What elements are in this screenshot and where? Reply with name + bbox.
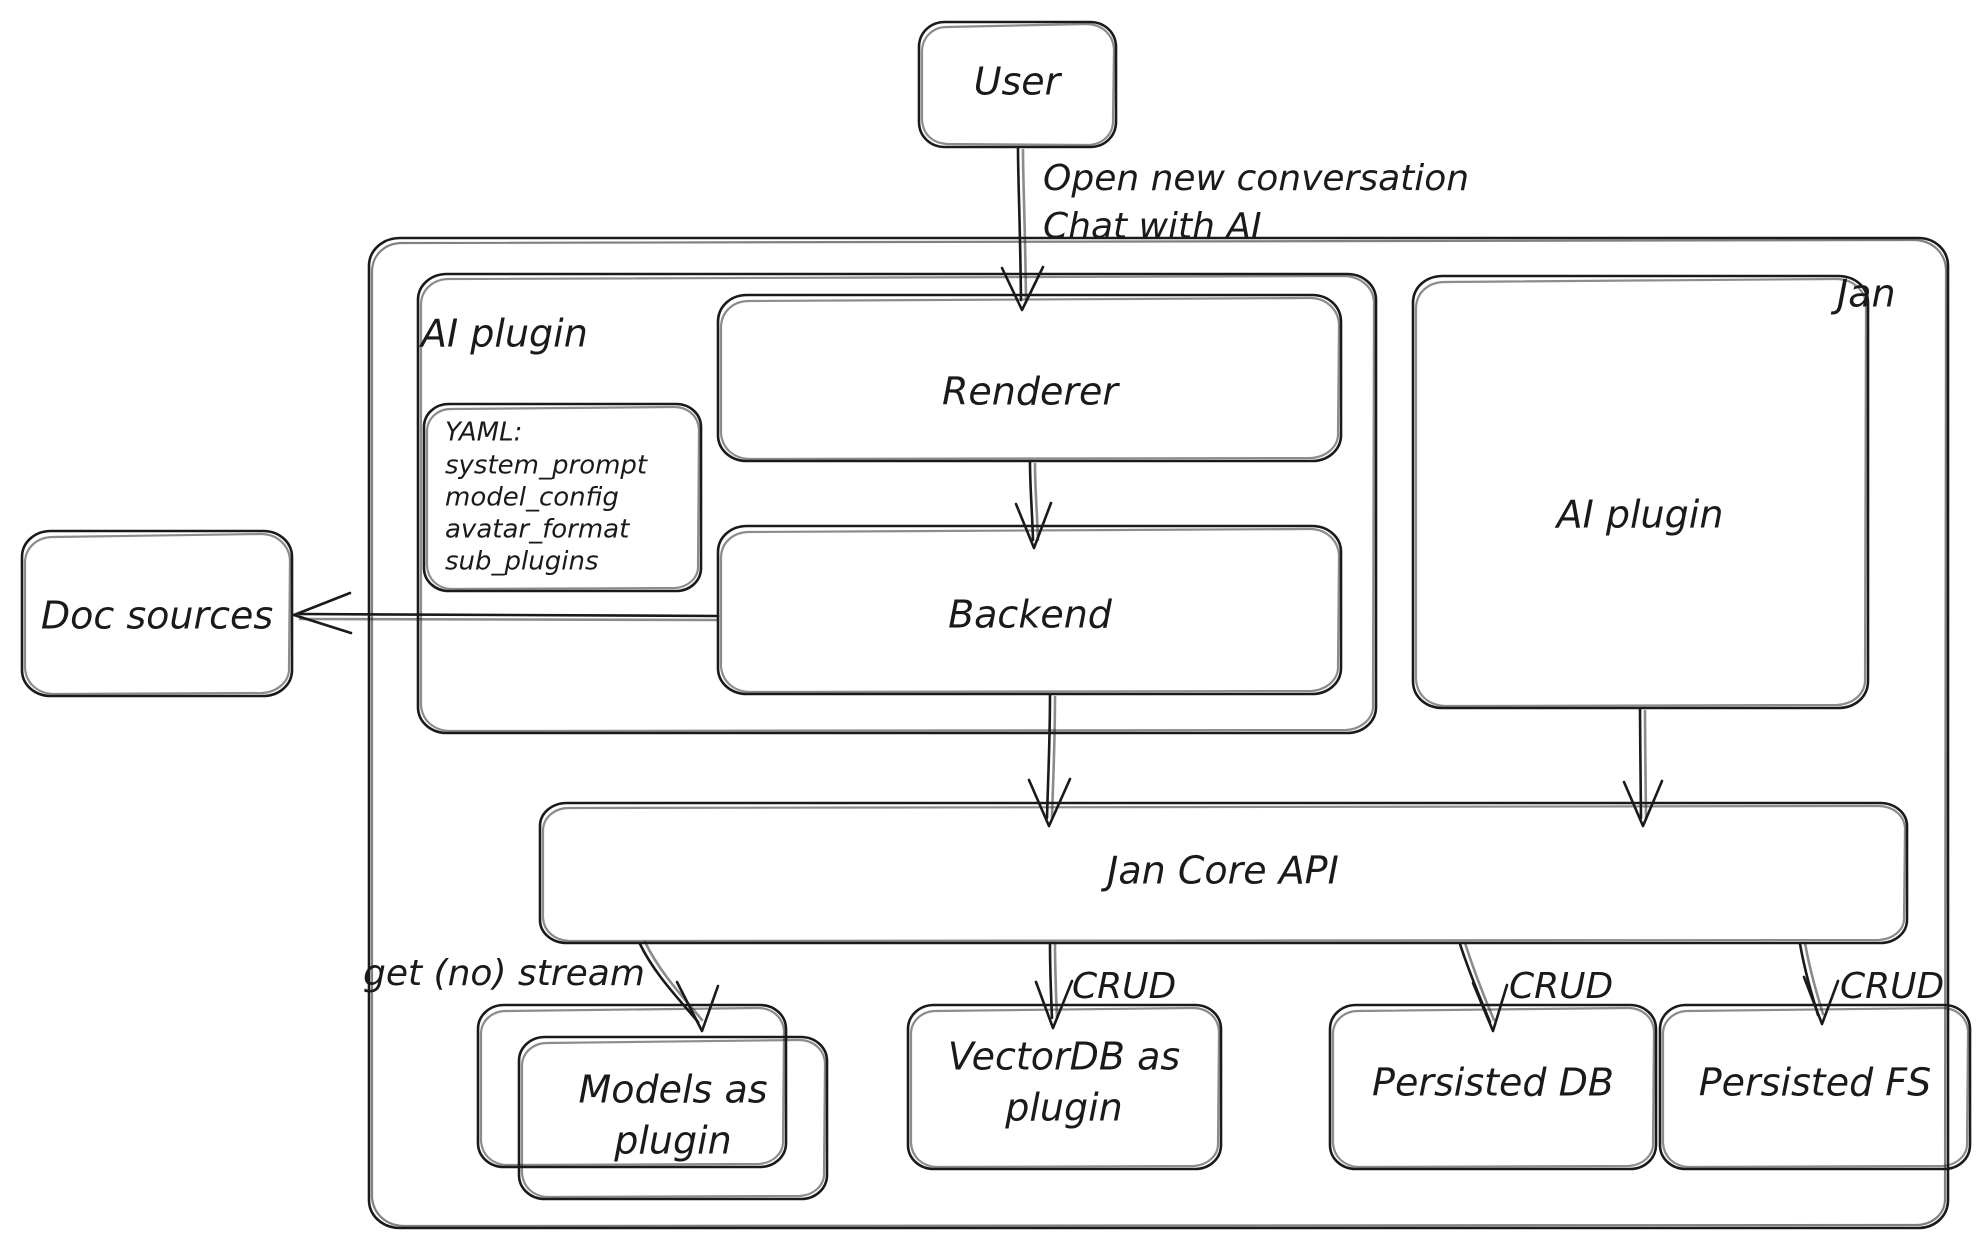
edge-label-crud-persisted-fs: CRUD: [1840, 966, 1944, 1007]
node-jan-core-api-label: Jan Core API: [1100, 849, 1339, 893]
node-models-plugin-label-line2: plugin: [613, 1119, 732, 1163]
yaml-header: YAML:: [445, 418, 522, 448]
edge-label-get-no-stream: get (no) stream: [363, 953, 645, 994]
container-ai-plugin-label: AI plugin: [418, 312, 588, 356]
edge-backend-to-core-api: [1027, 693, 1072, 828]
yaml-config-box: YAML: system_prompt model_config avatar_…: [422, 402, 703, 593]
node-persisted-fs[interactable]: Persisted FS: [1658, 1003, 1972, 1171]
node-backend[interactable]: Backend: [716, 524, 1343, 696]
node-models-plugin[interactable]: Models as plugin: [476, 1003, 829, 1201]
node-doc-sources[interactable]: Doc sources: [20, 529, 294, 698]
edge-core-api-to-persisted-db: CRUD: [1458, 941, 1613, 1033]
node-backend-label: Backend: [948, 593, 1113, 637]
node-jan-core-api[interactable]: Jan Core API: [538, 801, 1909, 945]
node-vectordb-plugin[interactable]: VectorDB as plugin: [906, 1003, 1223, 1171]
node-ai-plugin[interactable]: AI plugin: [1411, 274, 1870, 710]
edge-user-to-renderer: Open new conversation Chat with AI: [1000, 146, 1469, 312]
edge-label-user-renderer-line1: Open new conversation: [1043, 158, 1469, 199]
node-models-plugin-label-line1: Models as: [578, 1068, 767, 1112]
edge-label-crud-persisted-db: CRUD: [1509, 966, 1613, 1007]
edge-label-user-renderer-line2: Chat with AI: [1043, 206, 1262, 247]
node-user[interactable]: User: [917, 20, 1118, 149]
yaml-key-avatar-format: avatar_format: [445, 515, 630, 545]
edge-backend-to-doc-sources: [292, 591, 720, 635]
node-vectordb-label-line1: VectorDB as: [948, 1035, 1180, 1079]
yaml-key-sub-plugins: sub_plugins: [445, 547, 599, 577]
node-renderer[interactable]: Renderer: [716, 293, 1343, 463]
edge-core-api-to-vectordb: CRUD: [1034, 941, 1176, 1030]
yaml-key-system-prompt: system_prompt: [445, 451, 648, 481]
node-persisted-fs-label: Persisted FS: [1699, 1061, 1932, 1105]
edge-core-api-to-models: get (no) stream: [363, 940, 720, 1033]
node-persisted-db-label: Persisted DB: [1372, 1061, 1614, 1105]
node-ai-plugin-label: AI plugin: [1554, 493, 1724, 537]
node-doc-sources-label: Doc sources: [41, 594, 273, 638]
edge-ai-plugin-to-core-api: [1622, 707, 1664, 828]
edge-core-api-to-persisted-fs: CRUD: [1798, 941, 1944, 1026]
node-user-label: User: [974, 60, 1063, 104]
node-renderer-label: Renderer: [942, 370, 1120, 414]
edge-renderer-to-backend: [1014, 460, 1053, 550]
edge-label-crud-vectordb: CRUD: [1072, 966, 1176, 1007]
node-vectordb-label-line2: plugin: [1004, 1086, 1123, 1130]
yaml-key-model-config: model_config: [445, 483, 619, 513]
container-ai-plugin-group: AI plugin: [416, 272, 1378, 735]
node-persisted-db[interactable]: Persisted DB: [1328, 1003, 1658, 1171]
